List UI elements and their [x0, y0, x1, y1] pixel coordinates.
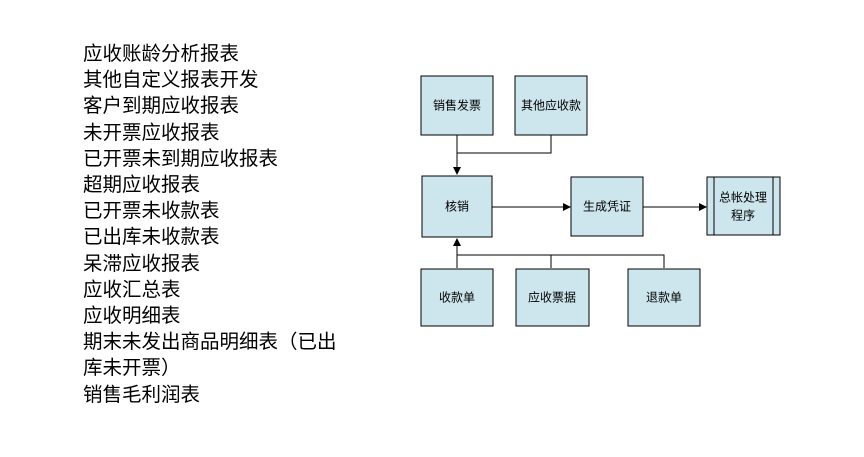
- node-gl-label-line2: 程序: [731, 208, 755, 223]
- node-gl-processing: 总帐处理 程序: [706, 176, 781, 236]
- node-notes-receivable-label: 应收票据: [528, 290, 576, 305]
- node-sales-invoice: 销售发票: [420, 75, 494, 136]
- edge-refund-line: [551, 254, 665, 268]
- node-refund: 退款单: [627, 268, 701, 327]
- node-other-receivable-label: 其他应收款: [521, 98, 581, 113]
- report-item: 超期应收报表: [83, 173, 201, 197]
- node-verification-label: 核销: [445, 200, 469, 214]
- report-item: 已开票未到期应收报表: [83, 146, 279, 170]
- node-sales-invoice-label: 销售发票: [433, 98, 481, 113]
- node-notes-receivable: 应收票据: [515, 268, 590, 327]
- edge-notes-receivable-line: [457, 254, 552, 268]
- node-generate-voucher-label: 生成凭证: [583, 199, 631, 214]
- report-item: 期末未发出商品明细表（已出: [83, 330, 337, 354]
- report-item: 应收明细表: [83, 304, 181, 328]
- report-item: 未开票应收报表: [83, 120, 220, 144]
- report-item: 其他自定义报表开发: [83, 68, 259, 92]
- report-item: 呆滞应收报表: [83, 251, 201, 275]
- node-other-receivable: 其他应收款: [514, 75, 588, 136]
- report-item: 已开票未收款表: [83, 199, 220, 223]
- edge-other-receivable-to-verification: [457, 135, 552, 154]
- node-gl-label-line1: 总帐处理: [719, 190, 767, 205]
- report-item: 应收汇总表: [83, 277, 181, 301]
- node-verification: 核销: [421, 175, 493, 238]
- report-item: 销售毛利润表: [83, 382, 201, 406]
- report-item: 客户到期应收报表: [83, 94, 240, 118]
- report-item: 库未开票）: [83, 356, 181, 380]
- node-refund-label: 退款单: [646, 291, 682, 305]
- node-receipt: 收款单: [420, 268, 494, 327]
- report-list: 应收账龄分析报表 其他自定义报表开发 客户到期应收报表 未开票应收报表 已开票未…: [83, 41, 383, 408]
- report-item: 应收账龄分析报表: [83, 42, 240, 65]
- node-receipt-label: 收款单: [439, 291, 475, 305]
- node-generate-voucher: 生成凭证: [570, 176, 644, 237]
- report-item: 已出库未收款表: [83, 225, 220, 249]
